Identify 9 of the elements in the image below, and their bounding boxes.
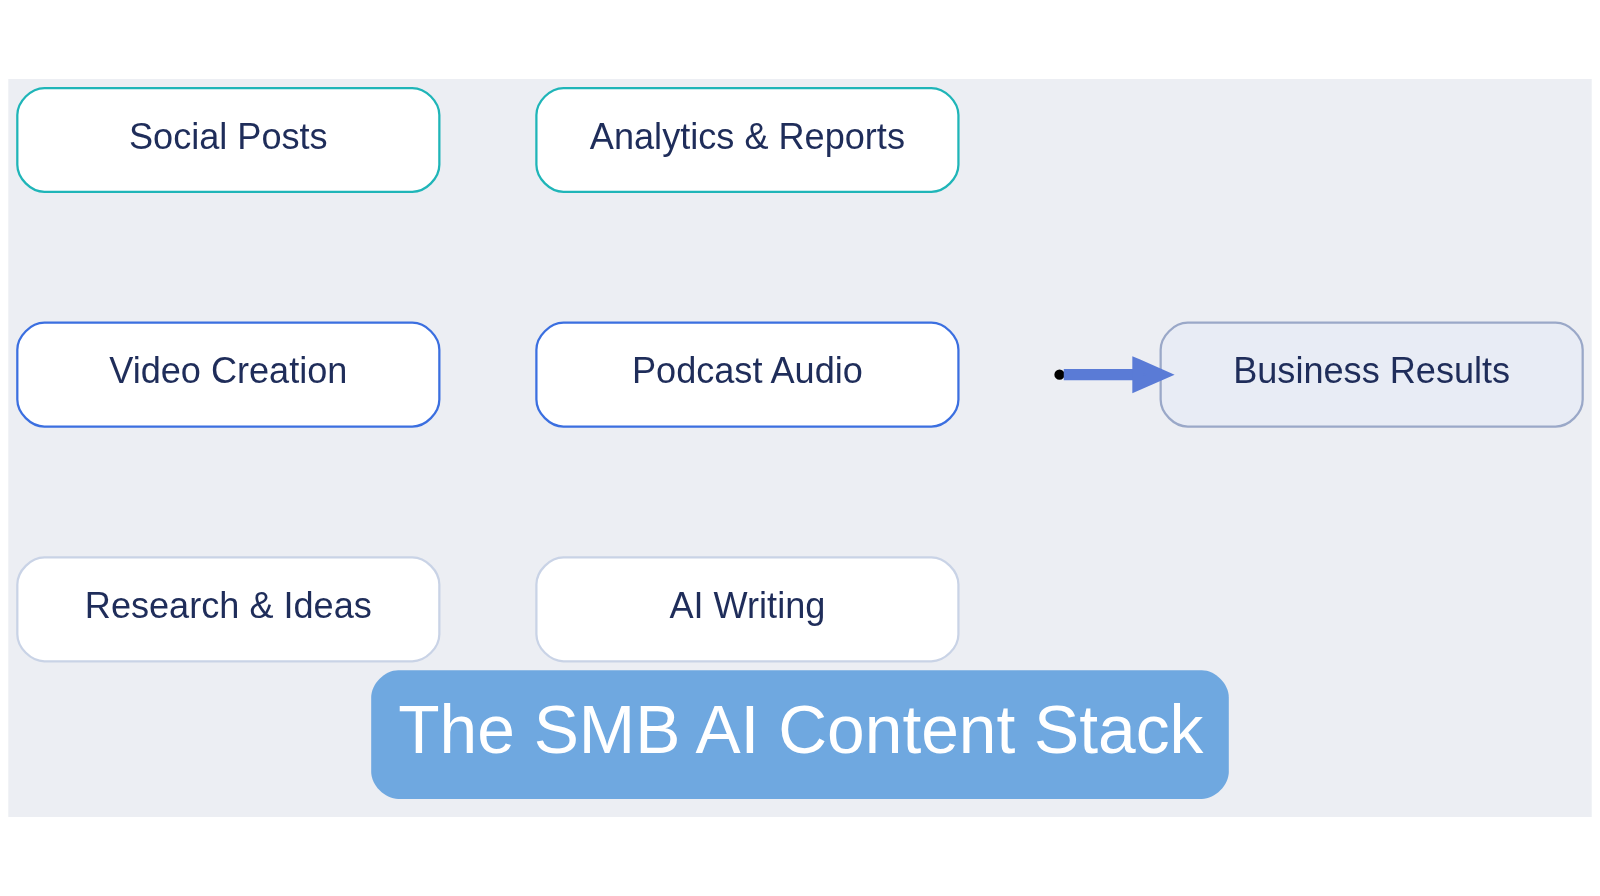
node-box: Social Posts: [16, 86, 441, 193]
node-box: Research & Ideas: [16, 556, 441, 663]
node-box: Podcast Audio: [535, 321, 960, 428]
node-box: Business Results: [1159, 321, 1584, 428]
diagram-title: The SMB AI Content Stack: [398, 691, 1204, 767]
arrow: [1063, 356, 1175, 394]
node-box: Video Creation: [16, 321, 441, 428]
node-box: AI Writing: [535, 556, 960, 663]
node-box: Analytics & Reports: [535, 86, 960, 193]
